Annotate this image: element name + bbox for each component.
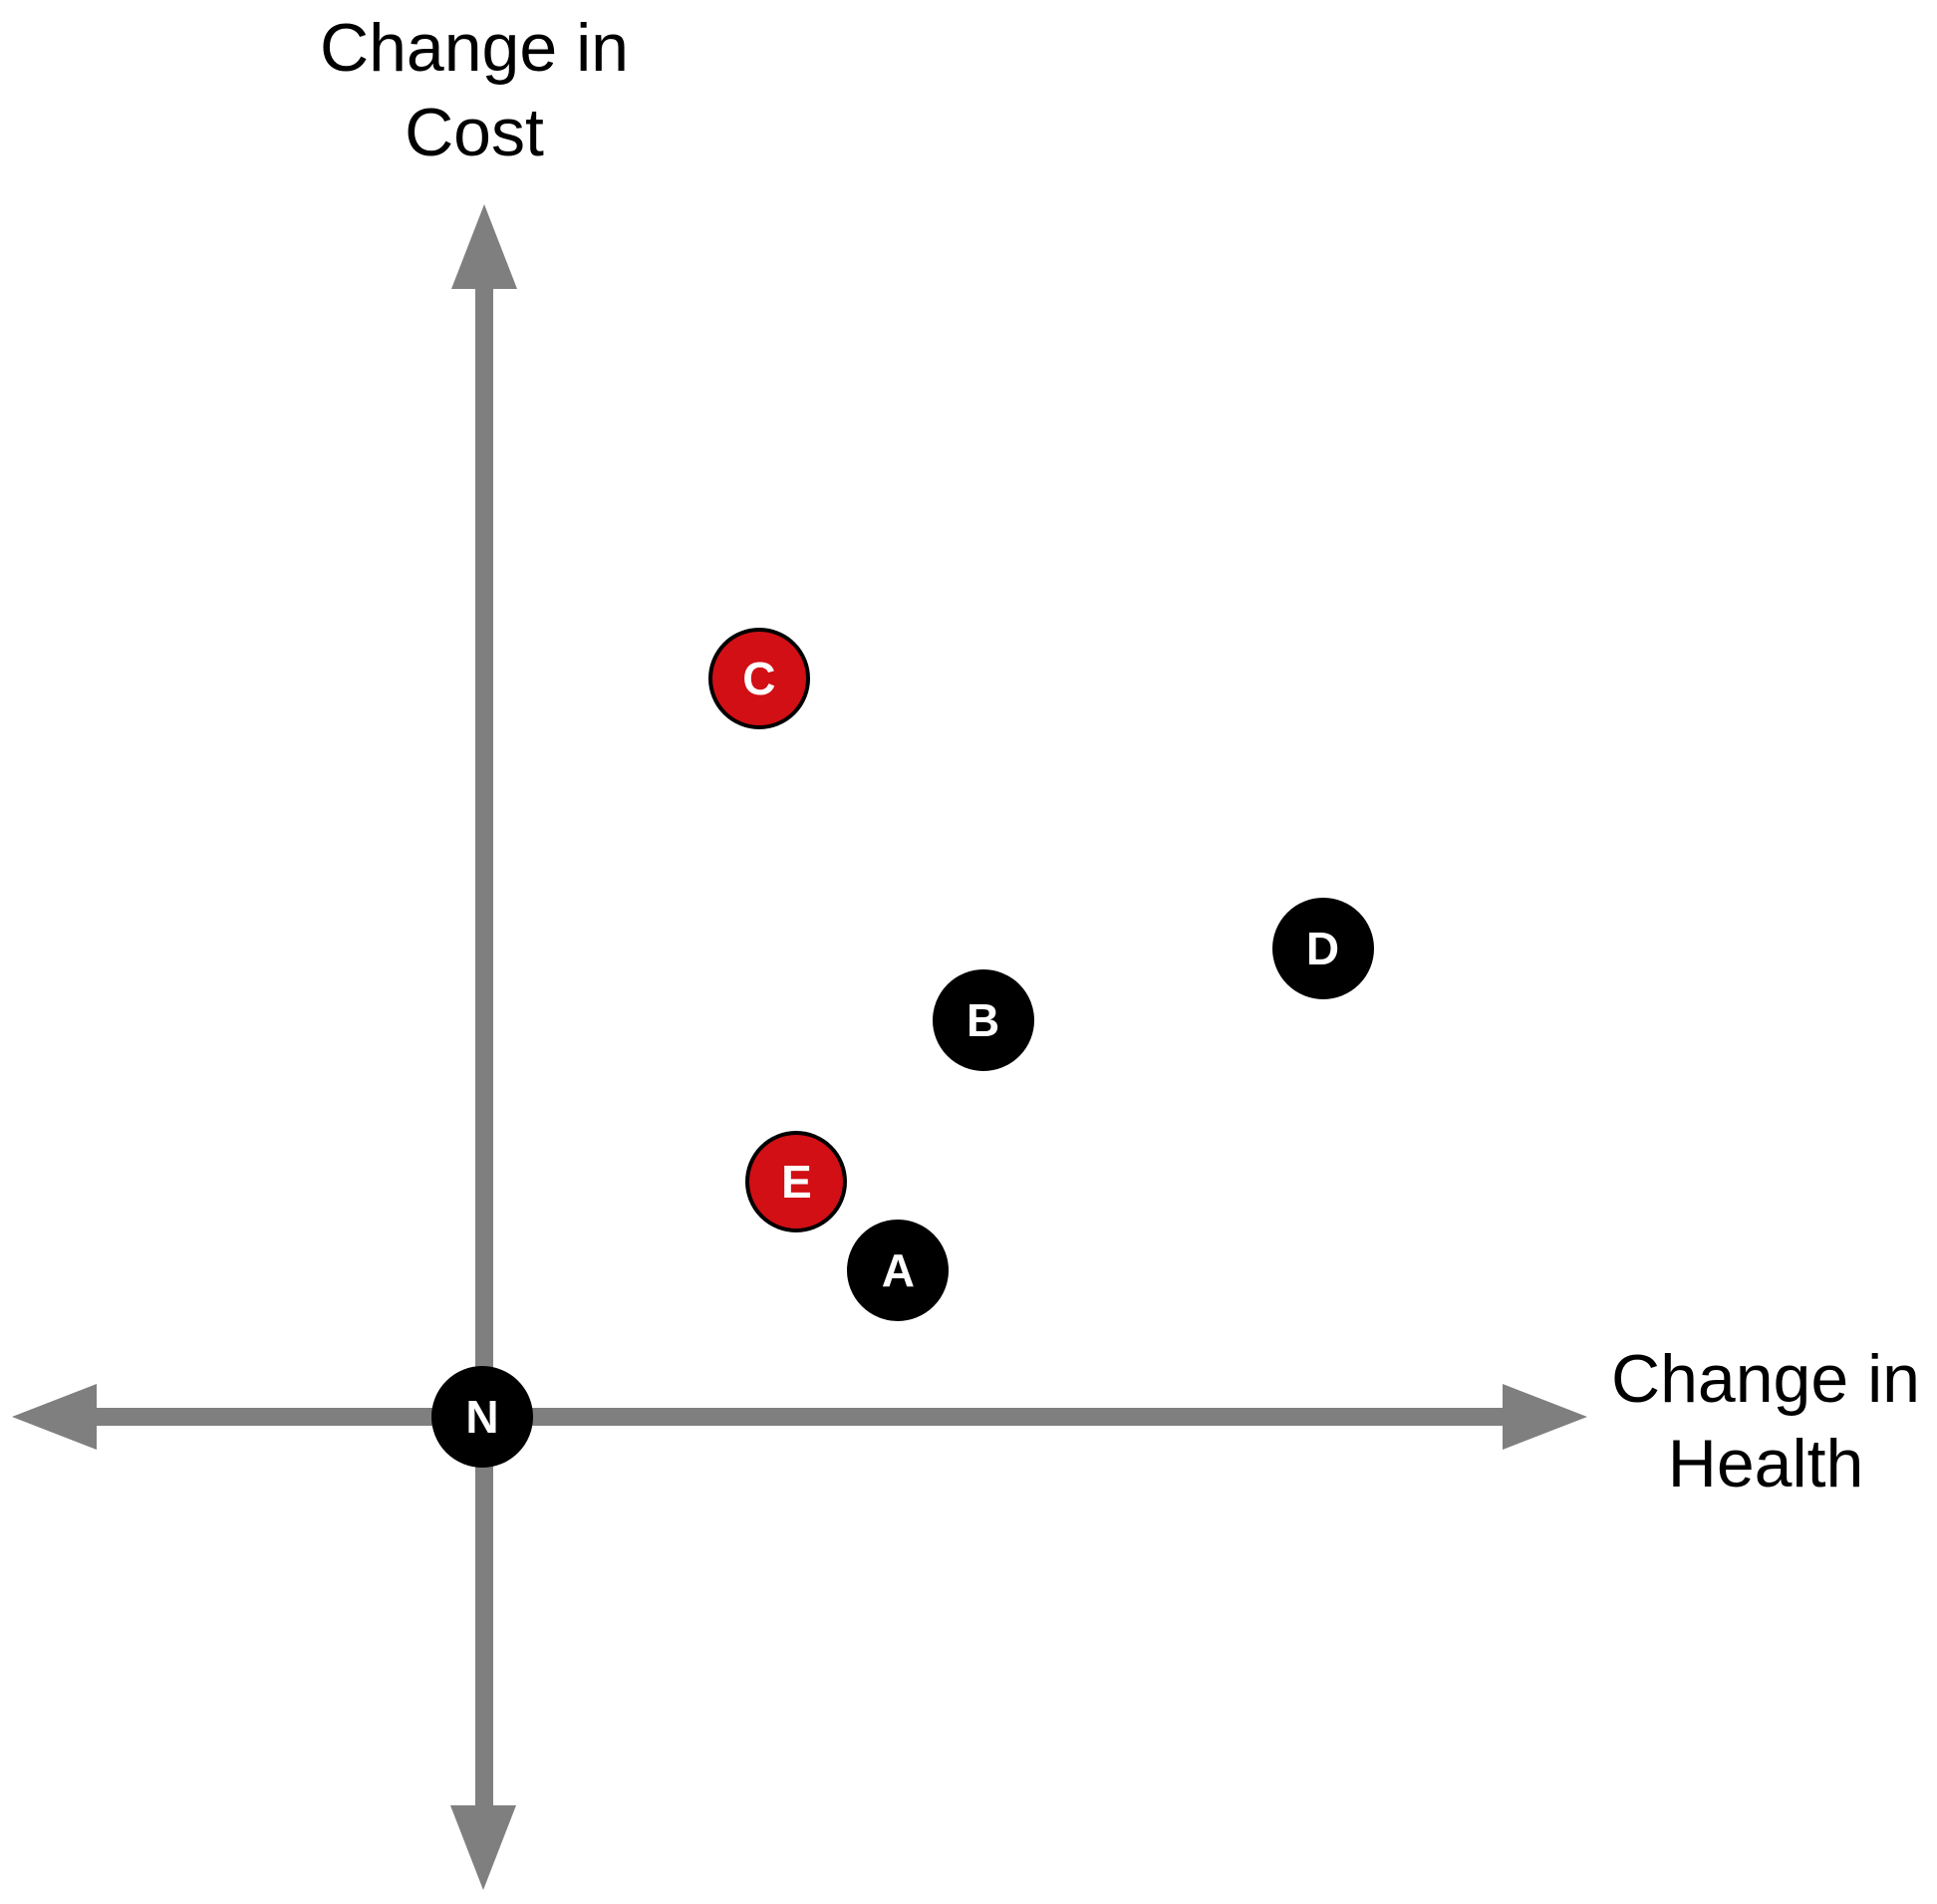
data-point-B: B <box>932 969 1034 1072</box>
x-axis-left-arrowhead-icon <box>12 1384 97 1450</box>
data-point-E: E <box>745 1130 848 1232</box>
data-point-N: N <box>431 1366 533 1468</box>
data-point-label: D <box>1305 923 1340 975</box>
data-point-label: B <box>966 994 1000 1047</box>
data-point-label: N <box>465 1391 499 1443</box>
x-axis-title: Change in Health <box>1610 1341 1921 1501</box>
x-axis-right-arrowhead-icon <box>1503 1384 1587 1450</box>
y-axis-title: Change in Cost <box>319 10 630 170</box>
data-point-label: E <box>781 1155 812 1208</box>
data-point-C: C <box>707 627 810 729</box>
y-axis-up-arrowhead-icon <box>451 204 517 289</box>
y-axis-down-arrowhead-icon <box>450 1805 516 1890</box>
data-point-D: D <box>1271 898 1374 1000</box>
data-point-label: A <box>881 1243 915 1296</box>
data-point-A: A <box>847 1219 950 1321</box>
data-point-label: C <box>742 652 776 704</box>
